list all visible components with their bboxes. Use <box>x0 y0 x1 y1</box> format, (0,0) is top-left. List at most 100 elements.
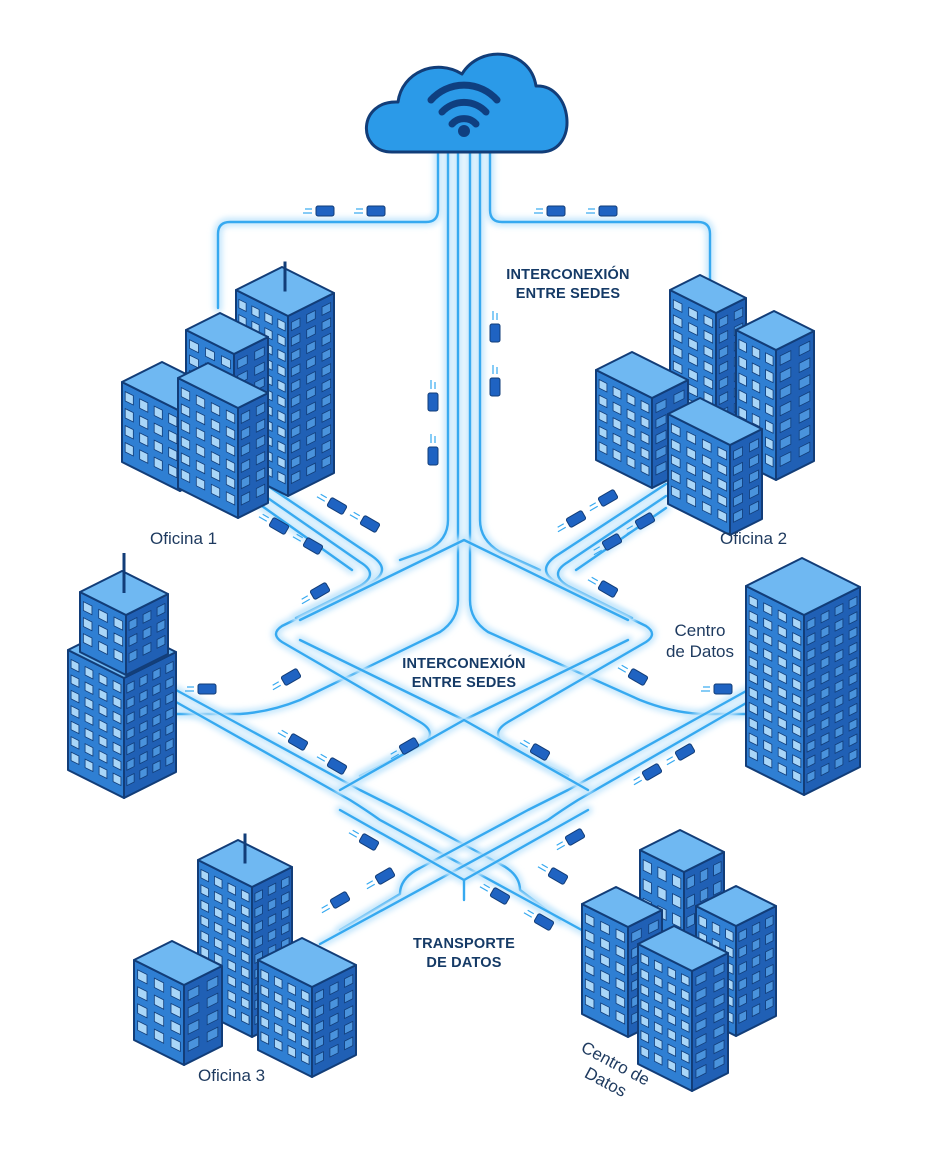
window <box>765 947 774 962</box>
window <box>584 945 595 961</box>
window <box>306 447 316 462</box>
window <box>672 892 682 910</box>
window <box>763 602 773 616</box>
window <box>165 660 174 675</box>
data-packet <box>366 867 396 890</box>
window <box>654 1052 663 1066</box>
window <box>748 640 758 655</box>
window <box>820 762 830 777</box>
window <box>227 974 236 988</box>
window <box>139 689 148 703</box>
window <box>834 679 844 693</box>
data-packet <box>301 582 331 605</box>
window <box>640 968 649 982</box>
window <box>765 369 774 384</box>
data-packet <box>633 763 663 786</box>
window <box>777 716 787 731</box>
window <box>615 961 626 976</box>
caption-line: INTERCONEXIÓN <box>506 267 630 283</box>
window <box>820 747 830 761</box>
window <box>798 357 811 374</box>
window <box>314 1035 324 1050</box>
window <box>254 935 263 949</box>
data-packets <box>185 205 733 931</box>
window <box>227 959 236 973</box>
window <box>225 491 236 506</box>
window <box>733 477 743 492</box>
window <box>777 639 787 654</box>
building-oficina-3 <box>133 833 357 1078</box>
window <box>584 962 595 977</box>
window <box>139 720 148 734</box>
window <box>798 424 811 441</box>
wifi-cloud-icon <box>365 52 569 154</box>
window <box>168 446 178 462</box>
window <box>267 913 277 927</box>
window <box>718 391 729 406</box>
window <box>777 731 787 746</box>
caption-top: INTERCONEXIÓN ENTRE SEDES <box>500 266 636 304</box>
caption-line: ENTRE SEDES <box>515 286 621 302</box>
window <box>751 396 761 411</box>
window <box>206 1026 219 1043</box>
window <box>139 432 149 447</box>
window <box>195 394 206 409</box>
window <box>153 405 163 421</box>
window <box>126 680 135 694</box>
window <box>688 368 698 383</box>
window <box>654 959 663 974</box>
window <box>70 658 80 673</box>
data-packet <box>557 510 587 533</box>
data-packet <box>316 753 348 775</box>
window <box>321 363 332 378</box>
window <box>612 432 622 447</box>
window <box>206 975 219 992</box>
window <box>655 429 667 445</box>
window <box>792 769 802 784</box>
window <box>749 484 759 500</box>
window <box>748 625 758 640</box>
window <box>321 439 332 454</box>
window <box>748 594 758 609</box>
window <box>779 400 792 417</box>
window <box>344 989 354 1004</box>
window <box>170 1036 181 1053</box>
window <box>260 1015 269 1030</box>
window <box>301 989 310 1003</box>
window <box>98 624 108 640</box>
window <box>137 969 148 985</box>
window <box>748 747 758 762</box>
window <box>277 379 286 393</box>
window <box>834 663 844 678</box>
window <box>98 734 108 749</box>
window <box>655 460 667 476</box>
window <box>254 361 265 377</box>
window <box>344 1005 354 1020</box>
window <box>168 429 178 445</box>
window <box>688 306 698 321</box>
window <box>671 423 681 438</box>
window <box>765 931 774 946</box>
window <box>170 1019 181 1036</box>
window <box>210 402 221 417</box>
window <box>321 302 332 317</box>
window <box>820 701 830 716</box>
window <box>290 454 301 469</box>
window <box>82 617 93 632</box>
window <box>820 732 830 746</box>
window <box>733 492 743 508</box>
window <box>703 329 714 344</box>
window <box>798 407 811 424</box>
window <box>765 980 774 995</box>
window <box>806 693 816 707</box>
window <box>733 508 743 523</box>
window <box>237 354 248 370</box>
window <box>777 609 787 624</box>
link-line <box>398 148 450 562</box>
window <box>806 616 816 631</box>
window <box>657 866 667 883</box>
window <box>153 439 163 455</box>
window <box>290 378 301 393</box>
window <box>612 385 622 400</box>
data-packet <box>489 365 501 397</box>
